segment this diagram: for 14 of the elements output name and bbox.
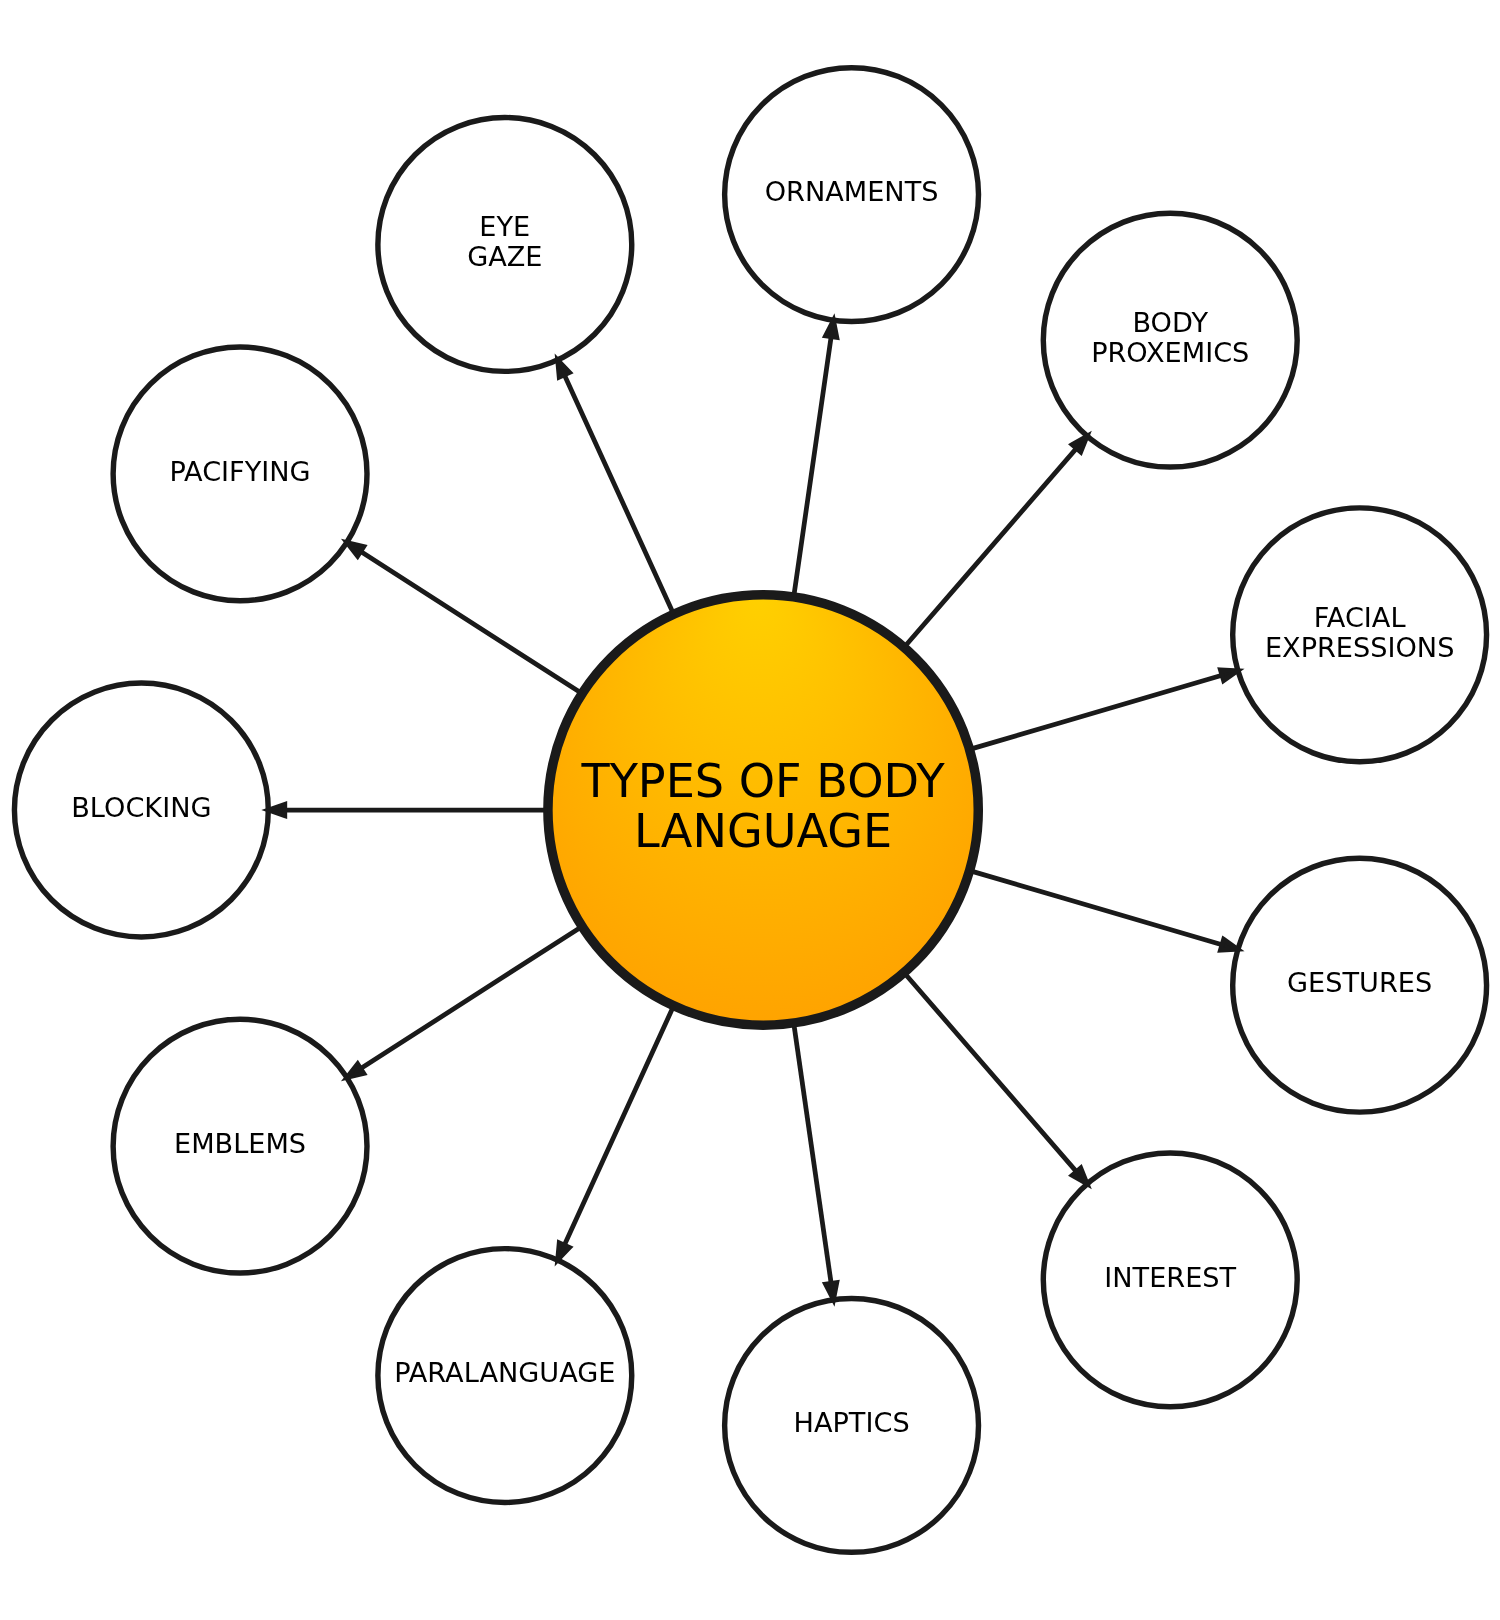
node-circle: PARALANGUAGE [374,1245,634,1506]
node-circle: HAPTICS [721,1295,981,1556]
node-circle: EYE GAZE [374,114,634,375]
node-circle: BODY PROXEMICS [1040,210,1300,470]
node-circle: GESTURES [1229,855,1489,1115]
node-circle: FACIAL EXPRESSIONS [1229,505,1489,765]
node-circle: BLOCKING [11,680,271,940]
arrow [340,538,583,696]
node-circle: TYPES OF BODY LANGUAGE [542,590,983,1030]
arrow [902,430,1092,649]
arrow [340,924,583,1082]
node-circle: ORNAMENTS [721,64,981,325]
arrow [902,971,1092,1190]
node-circle: INTEREST [1040,1150,1300,1410]
